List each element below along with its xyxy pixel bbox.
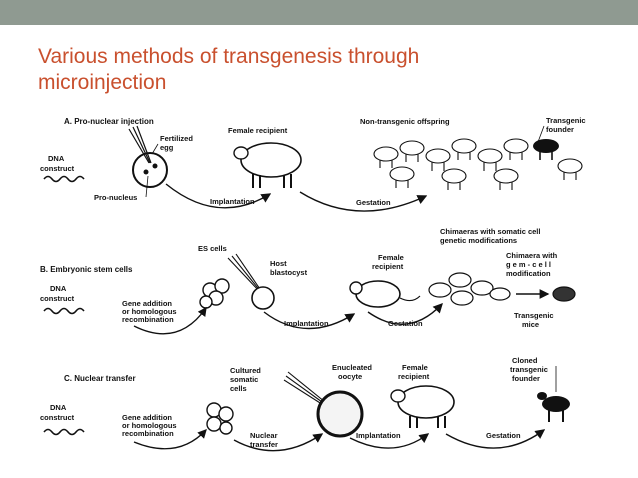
pronucleus-label: Pro-nucleus — [94, 193, 137, 202]
sheep-icon-recipient-c — [390, 385, 455, 428]
nuclear-transfer-arrow — [233, 433, 324, 452]
chimaeras-somatic-label-1: Chimaeras with somatic cell — [440, 227, 540, 236]
blastocyst-icon — [251, 286, 275, 310]
nuclear-transfer-label-2: transfer — [250, 440, 278, 449]
female-recipient-label-a: Female recipient — [228, 126, 288, 135]
slide-title-line-2: microinjection — [38, 71, 167, 94]
injection-needle-icon-b — [227, 253, 263, 293]
transgenic-founder-label-a-1: Transgenic — [546, 116, 586, 125]
cultured-cells-label-2: somatic — [230, 375, 258, 384]
panel-b-embryonic-stem-cells: B. Embryonic stem cells ES cells DNA con… — [40, 227, 576, 335]
transgenic-mice-label-1: Transgenic — [514, 311, 554, 320]
fertilized-egg-label-1: Fertilized — [160, 134, 193, 143]
dna-label-a-1: DNA — [48, 154, 65, 163]
panel-c-nuclear-transfer: C. Nuclear transfer Cultured somatic cel… — [40, 356, 570, 452]
panel-a-heading: A. Pro-nuclear injection — [64, 117, 154, 126]
female-recipient-label-c-2: recipient — [398, 372, 430, 381]
chimaeras-somatic-label-2: genetic modifications — [440, 236, 517, 245]
gene-addition-label-c-2: or homologous — [122, 421, 177, 430]
cultured-cells-label-1: Cultured — [230, 366, 261, 375]
gene-addition-label-b-3: recombination — [122, 315, 174, 324]
host-blastocyst-label-1: Host — [270, 259, 287, 268]
sheep-icon-recipient-a — [233, 142, 302, 188]
fertilized-egg-icon — [132, 152, 168, 188]
implantation-label-a: Implantation — [210, 197, 255, 206]
chimaera-germ-label-2: g e m - c e l l — [506, 260, 551, 269]
cloned-founder-label-1: Cloned — [512, 356, 538, 365]
non-transgenic-offspring-label: Non-transgenic offspring — [360, 117, 450, 126]
cloned-sheep-icon — [537, 392, 570, 422]
dna-label-a-2: construct — [40, 164, 75, 173]
slide-title: Various methods of transgenesis through … — [38, 44, 598, 96]
slide-title-line-1: Various methods of transgenesis through — [38, 45, 420, 68]
dna-label-b-1: DNA — [50, 284, 67, 293]
enucleated-oocyte-label-1: Enucleated — [332, 363, 372, 372]
gene-addition-label-c-1: Gene addition — [122, 413, 172, 422]
gestation-arrow-b — [367, 302, 443, 325]
dna-helix-icon-a — [43, 175, 85, 183]
dna-label-b-2: construct — [40, 294, 75, 303]
implantation-label-b: Implantation — [284, 319, 329, 328]
dna-label-c-2: construct — [40, 413, 75, 422]
gene-addition-arrow-c — [133, 429, 207, 450]
gene-addition-label-c-3: recombination — [122, 429, 174, 438]
es-cells-icon — [199, 278, 230, 309]
gestation-arrow-c — [445, 429, 546, 449]
transgenesis-diagram: A. Pro-nuclear injection Fertilized egg … — [38, 108, 600, 464]
transgenic-mice-label-2: mice — [522, 320, 539, 329]
chimaera-germ-label-3: modification — [506, 269, 551, 278]
gestation-label-a: Gestation — [356, 198, 391, 207]
host-blastocyst-label-2: blastocyst — [270, 268, 308, 277]
gene-addition-label-b-2: or homologous — [122, 307, 177, 316]
chimaera-mice-group-icon — [428, 272, 494, 306]
fertilized-leader — [151, 143, 159, 155]
gestation-label-b: Gestation — [388, 319, 423, 328]
enucleated-oocyte-label-2: oocyte — [338, 372, 362, 381]
chimaera-germ-mouse-icon — [489, 287, 511, 301]
gestation-label-c: Gestation — [486, 431, 521, 440]
gene-addition-label-b-1: Gene addition — [122, 299, 172, 308]
female-recipient-label-b-2: recipient — [372, 262, 404, 271]
chimaera-germ-label-1: Chimaera with — [506, 251, 558, 260]
implantation-label-c: Implantation — [356, 431, 401, 440]
fertilized-egg-label-2: egg — [160, 143, 174, 152]
es-cells-label: ES cells — [198, 244, 227, 253]
panel-b-heading: B. Embryonic stem cells — [40, 265, 133, 274]
pronucleus-leader — [145, 175, 149, 198]
injection-needle-icon-a — [128, 125, 152, 164]
gene-addition-arrow-b — [133, 306, 207, 335]
implantation-arrow-b — [263, 311, 356, 330]
dna-helix-icon-b — [43, 307, 85, 315]
transgenic-founder-label-a-2: founder — [546, 125, 574, 134]
nuclear-transfer-label-1: Nuclear — [250, 431, 278, 440]
offspring-flock-icon — [373, 138, 583, 190]
transgenic-founder-sheep-icon — [533, 139, 559, 160]
transgenic-mouse-icon — [552, 286, 576, 302]
pronucleus-dot-1 — [143, 169, 149, 175]
cloned-founder-label-2: transgenic — [510, 365, 548, 374]
female-recipient-label-c-1: Female — [402, 363, 428, 372]
pronucleus-dot-2 — [152, 163, 158, 169]
cultured-cells-label-3: cells — [230, 384, 247, 393]
dna-label-c-1: DNA — [50, 403, 67, 412]
female-recipient-label-b-1: Female — [378, 253, 404, 262]
cultured-cells-icon — [206, 402, 234, 435]
implantation-arrow-c — [349, 433, 430, 449]
diagram-svg: A. Pro-nuclear injection Fertilized egg … — [40, 116, 586, 452]
enucleated-oocyte-icon — [316, 390, 364, 438]
mouse-icon-recipient — [349, 280, 421, 308]
panel-a-pronuclear-injection: A. Pro-nuclear injection Fertilized egg … — [40, 116, 586, 212]
founder-leader-a — [537, 125, 545, 143]
dna-helix-icon-c — [43, 428, 85, 436]
top-accent-bar — [0, 0, 638, 25]
gestation-arrow-a — [299, 191, 428, 212]
panel-c-heading: C. Nuclear transfer — [64, 374, 136, 383]
implantation-arrow-a — [165, 183, 272, 209]
cloned-founder-label-3: founder — [512, 374, 540, 383]
